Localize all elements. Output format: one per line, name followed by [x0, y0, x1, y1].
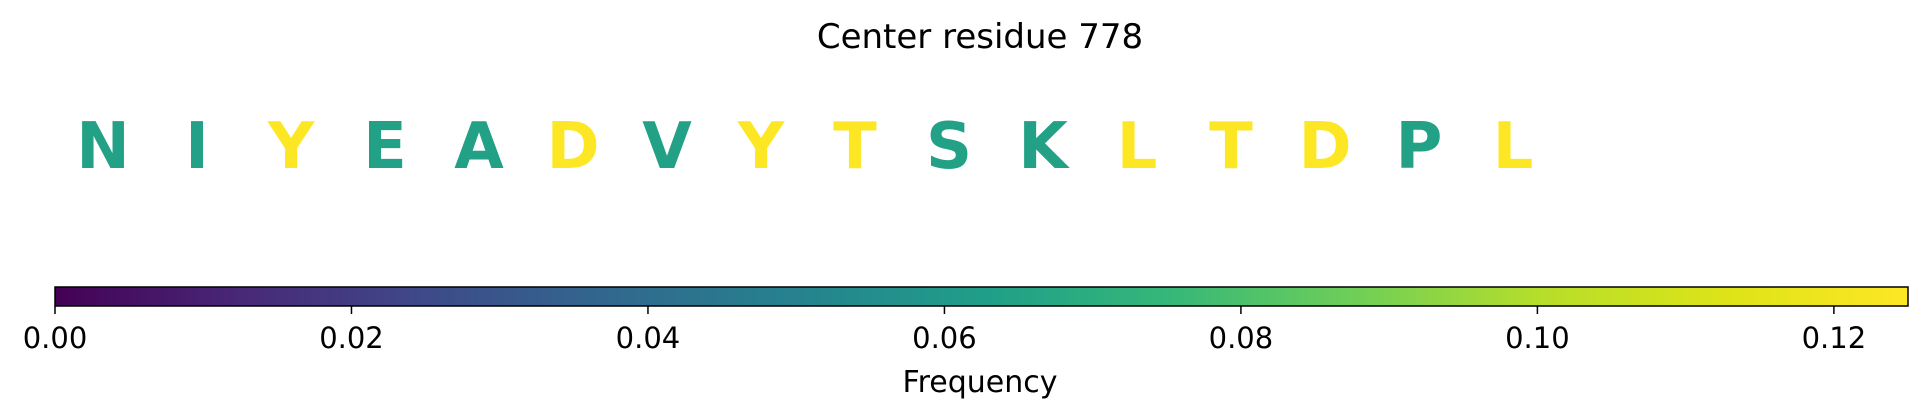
colorbar-tick-label: 0.08	[1209, 321, 1274, 355]
residue-letter: V	[642, 110, 692, 184]
residue-letter: Y	[737, 110, 785, 184]
residue-letter: T	[1209, 110, 1253, 184]
colorbar-tick-label: 0.10	[1505, 321, 1570, 355]
residue-letter: K	[1018, 110, 1070, 184]
colorbar-tick-label: 0.02	[319, 321, 384, 355]
colorbar-ticks: 0.00 0.02 0.04 0.06 0.08 0.10 0.12	[23, 306, 1866, 355]
colorbar-tick-label: 0.12	[1802, 321, 1867, 355]
colorbar-tick-label: 0.04	[616, 321, 681, 355]
colorbar-tick-label: 0.00	[23, 321, 88, 355]
colorbar-label: Frequency	[903, 365, 1058, 400]
residue-letter: E	[363, 110, 407, 184]
residue-letter: L	[1117, 110, 1158, 184]
colorbar	[54, 286, 1909, 307]
residue-letter: I	[185, 110, 209, 184]
residue-letter: A	[454, 110, 504, 184]
residue-letter: L	[1493, 110, 1534, 184]
residue-letter: D	[546, 110, 599, 184]
residue-letter: Y	[267, 110, 315, 184]
residue-letter: P	[1396, 110, 1443, 184]
colorbar-tick-label: 0.06	[912, 321, 977, 355]
residue-letter: S	[926, 110, 972, 184]
residue-letter: T	[833, 110, 877, 184]
residue-letter: N	[76, 110, 130, 184]
chart-title: Center residue 778	[817, 17, 1143, 57]
residue-letter: D	[1298, 110, 1351, 184]
